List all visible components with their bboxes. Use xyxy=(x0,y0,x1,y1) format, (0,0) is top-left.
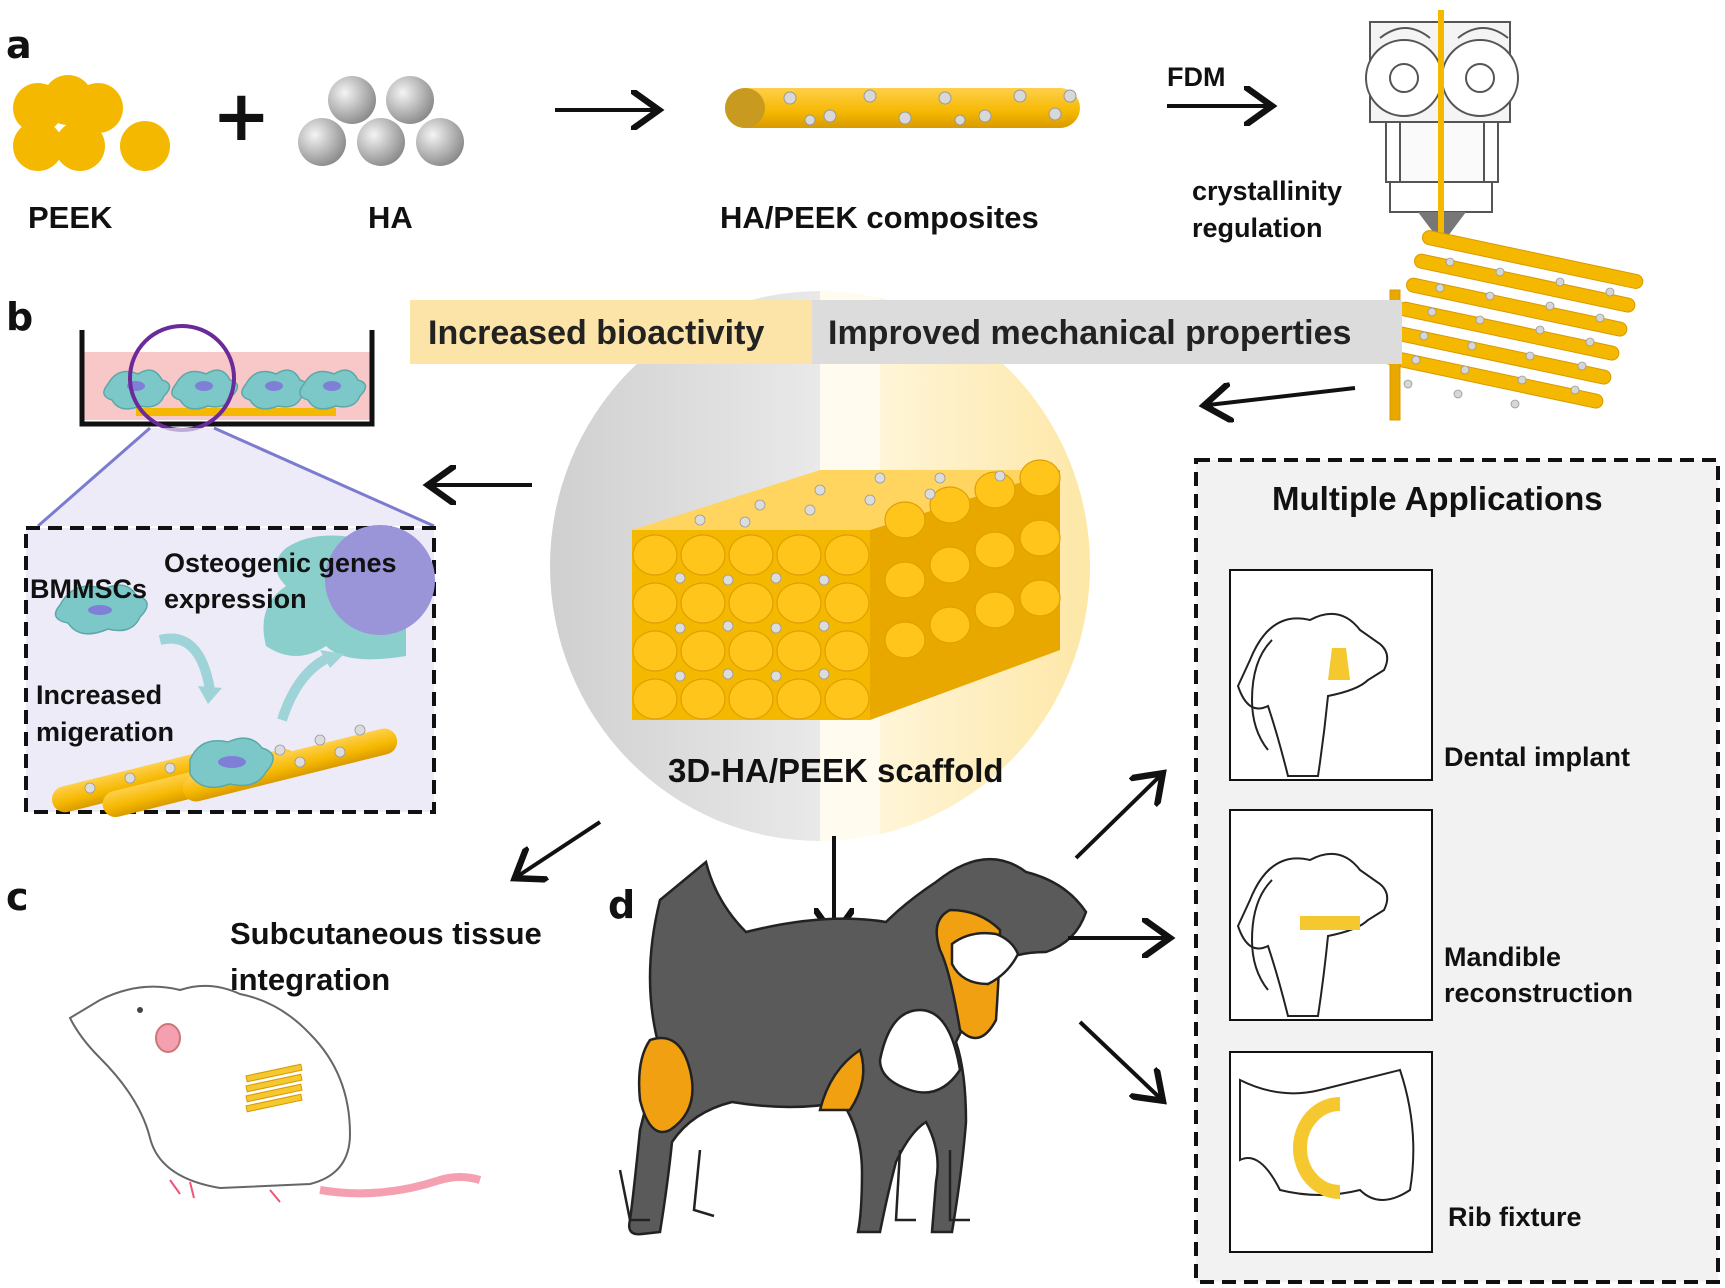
mandible-line2: reconstruction xyxy=(1444,978,1633,1008)
arrow-to-rib xyxy=(1078,1020,1160,1098)
printed-lattice-icon xyxy=(1382,230,1644,421)
arrow-scaffold-to-rat xyxy=(518,820,602,876)
bmmscs-label: BMMSCs xyxy=(30,574,147,604)
beagle-illustration xyxy=(618,857,1088,1236)
fdm-label: FDM xyxy=(1167,62,1225,92)
mechanical-band xyxy=(812,300,1402,364)
osteogenic-line2: expression xyxy=(164,584,307,614)
migration-line2: migeration xyxy=(36,717,174,747)
peek-particles xyxy=(13,75,170,171)
rib-label: Rib fixture xyxy=(1448,1202,1582,1232)
mechanical-label: Improved mechanical properties xyxy=(828,314,1351,352)
bioactivity-band xyxy=(410,300,812,364)
scaffold-label: 3D-HA/PEEK scaffold xyxy=(668,752,1004,789)
fdm-extruder-icon xyxy=(1365,10,1519,236)
crystallinity-line1: crystallinity xyxy=(1192,176,1342,206)
arrow-to-dental xyxy=(1074,776,1160,860)
subcutaneous-line1: Subcutaneous tissue xyxy=(230,916,542,951)
mandible-frame xyxy=(1229,809,1433,1021)
composite-filament-icon xyxy=(725,88,1080,128)
culture-dish-icon xyxy=(79,324,375,432)
dental-implant-frame xyxy=(1229,569,1433,781)
rib-fixture-frame xyxy=(1229,1051,1433,1253)
composite-label: HA/PEEK composites xyxy=(720,200,1039,235)
zoom-line-left xyxy=(37,426,151,528)
peek-label: PEEK xyxy=(28,200,113,235)
rat-illustration xyxy=(68,984,482,1203)
migration-line1: Increased xyxy=(36,680,162,710)
mandible-line1: Mandible xyxy=(1444,942,1561,972)
cell-inset xyxy=(24,525,436,818)
scaffold-block-icon xyxy=(632,459,1061,720)
panel-label-c: c xyxy=(6,875,29,919)
subcutaneous-line2: integration xyxy=(230,962,390,997)
applications-title: Multiple Applications xyxy=(1272,480,1603,517)
panel-label-d: d xyxy=(608,883,635,927)
arrow-lattice-to-scaffold xyxy=(1208,388,1356,405)
osteogenic-line1: Osteogenic genes xyxy=(164,548,397,578)
panel-label-b: b xyxy=(6,295,33,339)
panel-label-a: a xyxy=(6,23,32,67)
zoom-line-right xyxy=(213,426,435,528)
dental-label: Dental implant xyxy=(1444,742,1630,772)
bioactivity-label: Increased bioactivity xyxy=(428,314,764,352)
plus-sign: + xyxy=(212,75,271,157)
ha-particles xyxy=(298,76,464,166)
crystallinity-line2: regulation xyxy=(1192,213,1323,243)
zoom-cone xyxy=(38,428,434,526)
ha-label: HA xyxy=(368,200,413,235)
